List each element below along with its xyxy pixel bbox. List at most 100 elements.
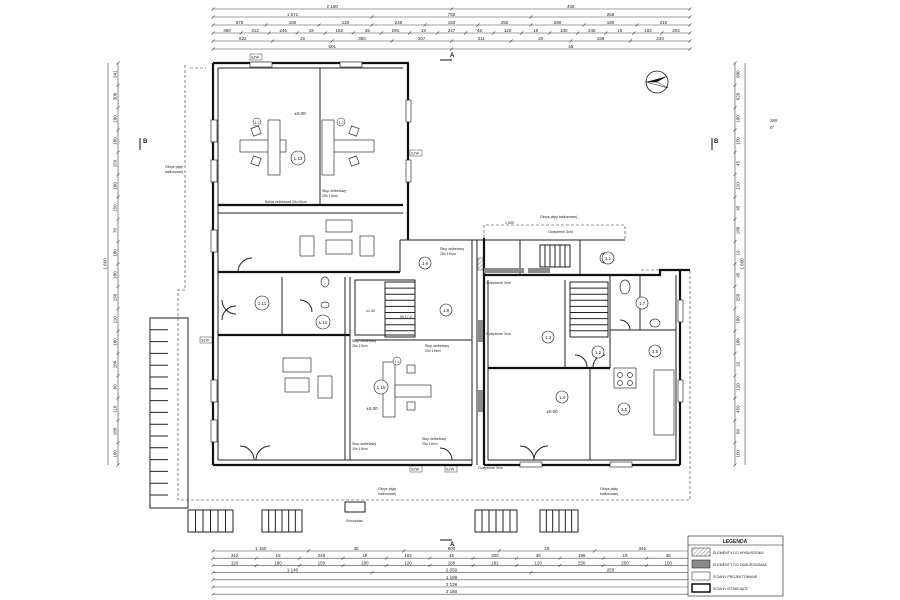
- dimension-value: 45: [536, 553, 542, 558]
- dimension-tick: [733, 396, 737, 400]
- dimension-tick: [211, 556, 215, 560]
- section-marker: B: [143, 139, 148, 145]
- level-note: 1.000: [505, 221, 514, 225]
- dimension-value: 120: [736, 383, 741, 391]
- balcony-note: balkonowej: [165, 170, 183, 174]
- dimension-value: 150: [736, 450, 741, 458]
- dimension-tick: [558, 563, 562, 568]
- dimension-value: 246: [279, 28, 287, 33]
- dimension-value: 100: [560, 28, 568, 33]
- dimension-tick: [628, 39, 633, 43]
- dimension-value: 150: [113, 293, 118, 301]
- dimension-tick: [463, 31, 468, 35]
- dimension-value: 822: [239, 36, 247, 41]
- insulation-note: Ocieplenie 3cm: [478, 466, 503, 470]
- balcony-note: Obrys płyty balkonowej: [540, 215, 577, 219]
- north-label: SW: [770, 118, 778, 123]
- dimension-value: 150: [736, 137, 741, 145]
- dimension-value: 360: [223, 28, 231, 33]
- dimension-tick: [688, 39, 692, 43]
- dimension-value: 45: [736, 161, 741, 167]
- legend-swatch-existing: [691, 583, 711, 593]
- dimension-tick: [295, 31, 299, 35]
- dimension-tick: [116, 463, 120, 467]
- dimension-value: 180: [274, 560, 282, 565]
- dimension-tick: [211, 563, 215, 568]
- room-label: 1.7: [639, 301, 646, 306]
- dimension-value: 45: [568, 44, 574, 49]
- section-marker: B: [714, 139, 719, 145]
- dimension-tick: [632, 31, 636, 35]
- dimension-tick: [116, 306, 120, 311]
- dimension-tick: [688, 31, 692, 35]
- dimension-value: 878: [236, 20, 244, 25]
- szw-tag: SZW: [201, 339, 210, 343]
- dimension-tick: [211, 39, 215, 43]
- dimension-value: 162: [404, 553, 412, 558]
- dimension-tick: [211, 592, 215, 596]
- column-note: 25x 19cm: [322, 194, 338, 198]
- dimension-tick: [211, 585, 215, 589]
- dimension-tick: [370, 23, 374, 27]
- legend-title: LEGENDA: [723, 539, 748, 545]
- dimension-value: 207: [418, 36, 426, 41]
- dimension-value: 250: [501, 20, 509, 25]
- dimension-tick: [239, 31, 243, 35]
- dimension-tick: [330, 39, 334, 43]
- dimension-value: 150: [318, 560, 326, 565]
- legend-item-label: ŚCIANY ISTNIEJĄCE: [713, 586, 749, 591]
- dimension-tick: [116, 128, 120, 132]
- dimension-value: 180: [448, 560, 456, 565]
- dimension-value: 180: [607, 20, 615, 25]
- room-label: 1.6: [652, 349, 659, 354]
- dimension-tick: [569, 39, 573, 43]
- walled-up-elements: [477, 257, 550, 412]
- dimension-value: 250: [621, 560, 629, 565]
- dimension-value: 19: [276, 553, 282, 558]
- legend-item-label: ELEMENTY DO WYBURZENIA: [713, 551, 764, 555]
- room-level-mark: ±0.00: [546, 409, 558, 414]
- dimension-value: 790: [448, 12, 456, 17]
- dimension-value: 180: [113, 271, 118, 279]
- dimension-tick: [116, 373, 120, 378]
- dimension-value: 248: [318, 553, 326, 558]
- dimension-tick: [644, 556, 649, 560]
- room-label: 1.2: [595, 350, 602, 355]
- dimension-value: 1 189: [446, 575, 458, 580]
- room-label: 1.11: [258, 301, 267, 306]
- dimension-tick: [341, 563, 345, 568]
- dimension-tick: [733, 239, 737, 244]
- dimension-tick: [298, 563, 302, 568]
- dimension-value: 180: [113, 137, 118, 145]
- dimension-tick: [688, 7, 692, 11]
- dimension-tick: [298, 556, 302, 560]
- dimension-value: 2 160: [446, 589, 458, 594]
- dimension-tick: [306, 549, 311, 553]
- dimension-value: 120: [231, 560, 239, 565]
- dimension-value: 60: [113, 384, 118, 390]
- dimension-tick: [660, 31, 664, 35]
- dimension-tick: [435, 31, 440, 35]
- dimension-tick: [211, 570, 215, 575]
- stair-steps: 9x 17,5: [400, 315, 412, 319]
- room-label: 1.5: [621, 407, 628, 412]
- dimension-tick: [491, 31, 496, 35]
- dimension-value: 2 160: [327, 4, 339, 9]
- szw-tag: SZW: [411, 468, 420, 472]
- column-note: Słup żelbetowy: [352, 339, 376, 343]
- dimension-value: 300: [113, 92, 118, 100]
- dimension-value: 20: [538, 36, 544, 41]
- dimension-value: 45: [354, 546, 360, 551]
- dimension-tick: [635, 23, 639, 27]
- balcony-note: Obrys płyty: [165, 165, 183, 169]
- dimension-value: 19: [736, 250, 741, 256]
- dimension-value: 180: [113, 182, 118, 190]
- dimension-tick: [733, 351, 737, 356]
- stair-lift-note: Schodołaz: [346, 519, 363, 523]
- dimension-value: 408: [567, 4, 575, 9]
- desk-tag: 1.2: [255, 121, 260, 125]
- dimension-tick: [558, 556, 562, 560]
